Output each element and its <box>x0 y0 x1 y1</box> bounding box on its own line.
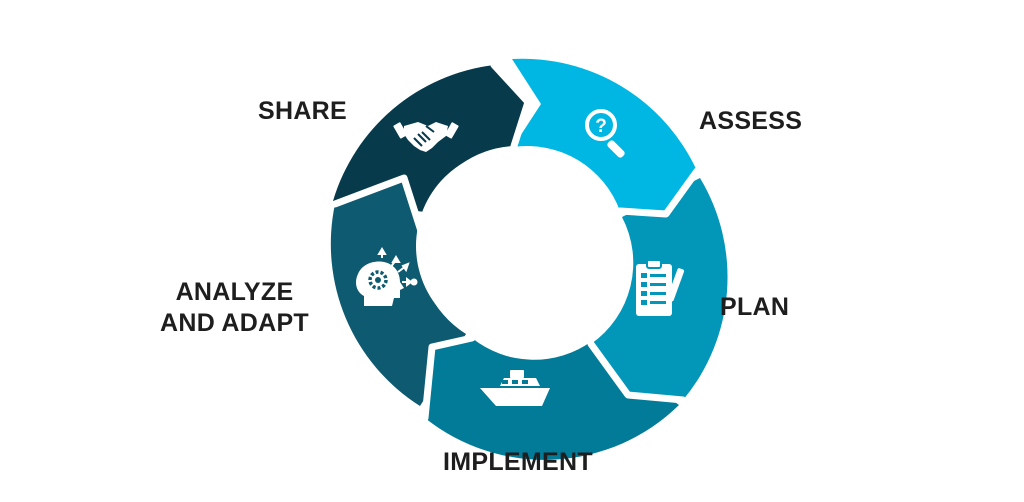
stage-label-analyze-line1: ANALYZE <box>175 278 294 306</box>
stage-label-share: SHARE <box>258 97 348 125</box>
stage-label-implement: IMPLEMENT <box>443 448 593 476</box>
center-hole <box>416 149 610 343</box>
svg-text:?: ? <box>595 116 607 137</box>
stage-label-analyze: ANALYZE AND ADAPT <box>160 277 309 339</box>
magnifier-question-icon: ? <box>585 109 625 158</box>
segment-assess <box>512 58 697 214</box>
boat-icon <box>480 370 550 406</box>
head-gear-icon <box>356 247 418 306</box>
stage-label-assess: ASSESS <box>699 107 803 135</box>
stage-label-plan: PLAN <box>720 293 790 321</box>
stage-label-analyze-line2: AND ADAPT <box>160 309 309 337</box>
handshake-icon <box>393 122 459 152</box>
clipboard-checklist-icon <box>636 259 685 316</box>
